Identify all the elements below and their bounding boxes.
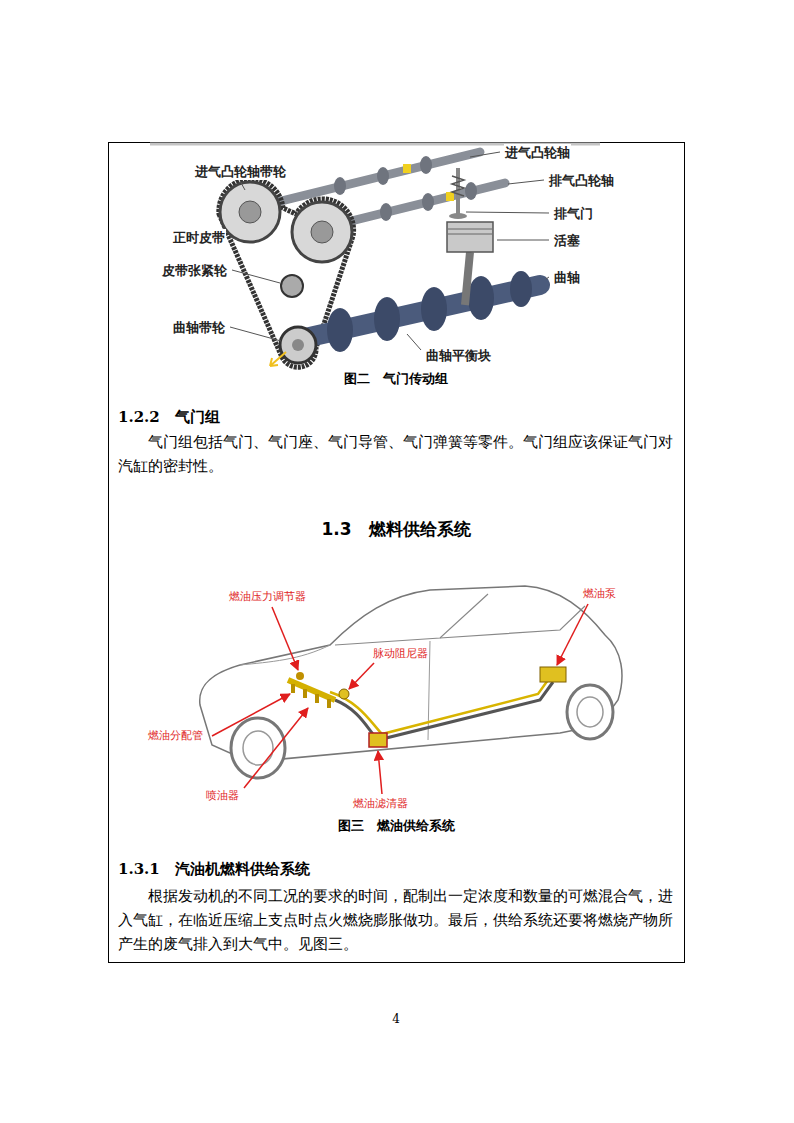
leader-arrow xyxy=(557,604,588,665)
callout-label: 活塞 xyxy=(553,232,581,249)
cam-lobe xyxy=(422,193,434,211)
counterweight xyxy=(421,287,447,331)
cam-marker xyxy=(403,164,411,173)
car-wheel xyxy=(567,685,613,739)
crank-pulley xyxy=(280,327,316,363)
intake-pulley xyxy=(220,182,280,242)
fuel-filter xyxy=(369,733,387,747)
callout-label: 皮带张紧轮 xyxy=(161,262,228,279)
connecting-rod xyxy=(465,252,470,305)
part-label: 燃油滤清器 xyxy=(352,797,409,811)
figure-caption: 图二 气门传动组 xyxy=(344,370,448,387)
leader-line xyxy=(240,181,245,190)
valve-train-illustration xyxy=(150,144,600,367)
fuel-line xyxy=(335,682,553,740)
section-heading: 1.3 燃料供给系统 xyxy=(321,518,470,540)
part-label: 喷油器 xyxy=(205,789,240,803)
wheel-rim xyxy=(577,697,603,727)
leader-lines xyxy=(230,152,549,350)
leader-line xyxy=(230,327,281,341)
injector xyxy=(327,699,331,708)
leader-arrow xyxy=(349,663,374,689)
tensioner xyxy=(281,275,303,297)
injector xyxy=(315,694,319,703)
section-heading: 1.3.1 汽油机燃料供给系统 xyxy=(118,860,310,879)
callout-label: 进气凸轮轴 xyxy=(504,144,571,161)
leader-arrow xyxy=(212,694,290,736)
piston-ring xyxy=(448,234,492,235)
valve-head xyxy=(449,213,467,219)
counterweight xyxy=(374,297,400,341)
wheel-rim xyxy=(243,731,273,765)
cam-lobe xyxy=(420,156,432,174)
leader-line xyxy=(470,152,500,157)
cam-lobe xyxy=(380,203,392,221)
timing-belt xyxy=(219,179,354,367)
leader-line xyxy=(546,277,549,279)
cam-lobe xyxy=(334,177,346,195)
section-heading: 1.2.2 气门组 xyxy=(118,408,220,427)
exhaust-pulley xyxy=(292,202,352,262)
car-window xyxy=(335,594,488,645)
callout-label: 曲轴平衡块 xyxy=(425,347,492,364)
cam-lobe xyxy=(377,167,389,185)
valve-spring xyxy=(452,176,464,196)
intake-camshaft xyxy=(265,152,480,205)
leader-line xyxy=(230,237,238,240)
leader-line xyxy=(232,270,280,283)
callout-label: 曲轴 xyxy=(553,269,581,286)
callout-label: 进气凸轮轴带轮 xyxy=(194,163,287,180)
page-frame xyxy=(109,143,685,963)
leader-arrow xyxy=(378,751,382,794)
cam-marker xyxy=(446,192,454,201)
counterweight xyxy=(327,308,353,352)
callout-label: 排气门 xyxy=(553,205,594,222)
cam-lobe xyxy=(465,182,477,200)
callout-label: 曲轴带轮 xyxy=(172,319,226,336)
leader-line xyxy=(407,334,421,350)
leader-arrow xyxy=(244,708,308,788)
pulley-hub xyxy=(292,339,304,351)
leader-line xyxy=(497,240,549,241)
counterweight xyxy=(468,276,494,320)
pressure-regulator xyxy=(296,672,304,680)
figure-caption: 图三 燃油供给系统 xyxy=(338,817,455,834)
pulley-hub xyxy=(239,201,261,223)
piston xyxy=(447,222,493,252)
body-paragraph: 根据发动机的不同工况的要求的时间，配制出一定浓度和数量的可燃混合气，进入气缸，在… xyxy=(118,884,676,956)
pulley-hub xyxy=(311,221,333,243)
body-paragraph: 气门组包括气门、气门座、气门导管、气门弹簧等零件。气门组应该保证气门对汽缸的密封… xyxy=(118,430,676,478)
car-illustration xyxy=(200,586,622,778)
leader-line xyxy=(466,212,549,213)
fuel-rail xyxy=(288,680,335,700)
callout-label: 排气凸轮轴 xyxy=(548,172,615,189)
piston-ring xyxy=(448,229,492,230)
leader-line xyxy=(508,180,544,184)
return-line xyxy=(330,680,548,734)
car-window xyxy=(440,606,585,638)
page-number: 4 xyxy=(392,1012,400,1027)
part-label: 燃油分配管 xyxy=(147,729,204,743)
injector xyxy=(291,684,295,693)
part-label: 燃油压力调节器 xyxy=(228,590,307,604)
injector xyxy=(303,689,307,698)
fuel-pump xyxy=(540,667,566,682)
leader-arrow xyxy=(272,607,298,670)
callout-label: 正时皮带 xyxy=(172,229,226,246)
red-leaders xyxy=(212,604,588,794)
pulse-damper xyxy=(339,689,349,699)
rotation-arrow xyxy=(270,352,286,366)
exhaust-camshaft xyxy=(335,183,505,225)
counterweight xyxy=(510,271,532,307)
part-label: 燃油泵 xyxy=(582,587,617,601)
car-hood-line xyxy=(240,645,330,665)
part-label: 脉动阻尼器 xyxy=(372,647,429,661)
